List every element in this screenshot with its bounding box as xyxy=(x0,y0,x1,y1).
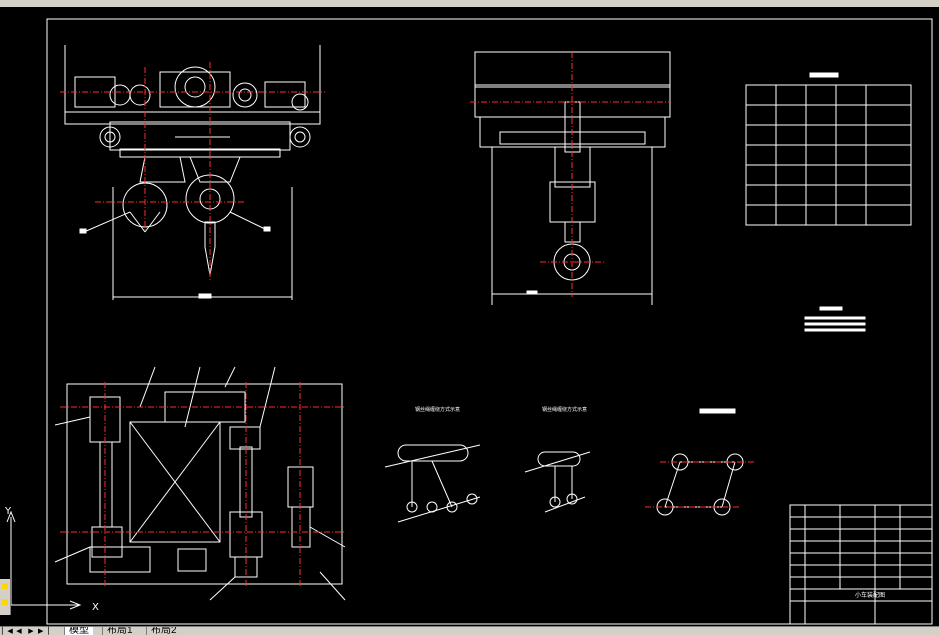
ucs-x-label: X xyxy=(92,602,99,613)
first-tab-icon[interactable]: ▏◀ xyxy=(2,627,13,635)
last-tab-icon[interactable]: ▶▕ xyxy=(38,627,49,635)
drawing-frame xyxy=(46,18,933,625)
title-block xyxy=(789,504,933,625)
next-tab-icon[interactable]: ▶ xyxy=(28,627,34,635)
plan-view xyxy=(54,366,346,601)
layout-tab-bar: ▏◀ ◀ ▶ ▶▕ 模型 布局1 布局2 xyxy=(0,626,939,635)
yellow-marker-icon xyxy=(2,599,8,605)
tab-layout1[interactable]: 布局1 xyxy=(102,627,137,635)
front-view xyxy=(64,45,321,300)
wheel-layout-centerlines xyxy=(645,461,755,508)
rope-diagram-1 xyxy=(384,444,481,523)
rope-diagram-2 xyxy=(524,451,591,513)
cad-drawing[interactable]: 钢丝绳缠绕方式示意 钢丝绳缠绕方式示意 xyxy=(0,7,939,626)
rope-label-1: 钢丝绳缠绕方式示意 xyxy=(415,406,460,413)
ucs-icon xyxy=(6,510,82,610)
rope-label-2: 钢丝绳缠绕方式示意 xyxy=(542,406,587,413)
left-dock-widget[interactable] xyxy=(0,579,11,615)
yellow-marker-icon xyxy=(2,583,8,589)
drawing-canvas[interactable]: 钢丝绳缠绕方式示意 钢丝绳缠绕方式示意 xyxy=(0,7,939,626)
plan-view-centerlines xyxy=(60,382,345,587)
tab-model[interactable]: 模型 xyxy=(64,627,93,635)
tab-layout2[interactable]: 布局2 xyxy=(146,627,181,635)
side-view-centerlines xyxy=(470,52,670,297)
technical-table xyxy=(745,72,912,332)
front-view-centerlines xyxy=(60,62,325,282)
prev-tab-icon[interactable]: ◀ xyxy=(16,627,22,635)
ucs-y-label: Y xyxy=(4,506,12,517)
title-block-name: 小车装配图 xyxy=(855,591,885,599)
